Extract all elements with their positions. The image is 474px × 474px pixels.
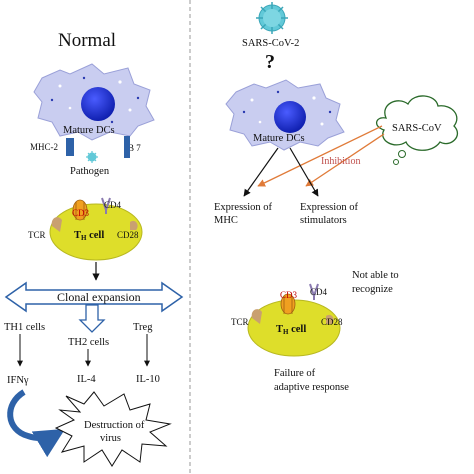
pathogen-icon bbox=[86, 151, 98, 163]
left-dc-label: Mature DCs bbox=[63, 125, 115, 136]
expr-stim-label-1: Expression of bbox=[300, 202, 359, 213]
b7-label: B 7 bbox=[128, 143, 141, 153]
right-tcr-label: TCR bbox=[231, 317, 249, 327]
left-dendritic-cell bbox=[33, 63, 155, 141]
left-cd28-label: CD28 bbox=[117, 230, 139, 240]
right-cd28-label: CD28 bbox=[321, 317, 343, 327]
left-cd3-receptor-icon bbox=[72, 199, 88, 221]
right-dc-label: Mature DCs bbox=[253, 133, 305, 144]
clonal-expansion-label: Clonal expansion bbox=[57, 290, 141, 304]
ifng-label: IFNγ bbox=[7, 375, 29, 386]
right-cd3-label: CD3 bbox=[280, 290, 298, 300]
right-cd3-receptor-icon bbox=[280, 293, 296, 315]
right-th-cell-label: TH cell bbox=[276, 324, 306, 336]
sars-cov-2-virus-icon bbox=[256, 2, 288, 34]
curved-blue-arrow bbox=[7, 389, 66, 458]
mhc2-label: MHC-2 bbox=[30, 142, 58, 152]
expr-mhc-label-2: MHC bbox=[214, 215, 238, 226]
th1-label: TH1 cells bbox=[4, 322, 45, 333]
il4-label: IL-4 bbox=[77, 374, 96, 385]
left-th-cell bbox=[49, 203, 143, 261]
right-cd4-label: CD4 bbox=[310, 287, 328, 297]
not-able-label-2: recognize bbox=[352, 284, 393, 295]
expr-mhc-label-1: Expression of bbox=[214, 202, 273, 213]
left-th-cell-label: TH cell bbox=[74, 230, 104, 242]
right-cd4-receptor-icon bbox=[309, 283, 319, 300]
clonal-down-arrow bbox=[78, 304, 106, 333]
sars-cov-cloud bbox=[376, 95, 459, 165]
pathogen-label: Pathogen bbox=[70, 166, 110, 177]
failure-label-1: Failure of bbox=[274, 368, 316, 379]
right-cd28-receptor bbox=[326, 314, 334, 324]
sars-cov-label: SARS-CoV bbox=[392, 123, 442, 134]
clonal-expansion-arrow bbox=[4, 281, 184, 313]
arrow-expr-stim bbox=[289, 147, 319, 197]
arrow-expr-mhc bbox=[243, 147, 279, 197]
left-tcr-receptor bbox=[51, 217, 62, 232]
right-dendritic-cell bbox=[225, 79, 345, 151]
inhibition-label: Inhibition bbox=[321, 156, 360, 167]
b7-receptor bbox=[124, 136, 130, 158]
not-able-label-1: Not able to bbox=[352, 270, 399, 281]
inhibition-arrow-2 bbox=[305, 133, 385, 187]
il10-label: IL-10 bbox=[136, 374, 160, 385]
destruction-burst bbox=[54, 391, 172, 467]
mhc2-receptor bbox=[66, 138, 74, 156]
left-cd4-receptor-icon bbox=[101, 197, 111, 214]
right-tcr-receptor bbox=[251, 309, 262, 324]
right-dc-nucleus bbox=[274, 101, 306, 133]
sars-cov-2-label: SARS-CoV-2 bbox=[242, 38, 299, 49]
left-tcr-label: TCR bbox=[28, 230, 46, 240]
failure-label-2: adaptive response bbox=[274, 382, 349, 393]
left-cd4-label: CD4 bbox=[104, 200, 122, 210]
left-cd28-receptor bbox=[130, 220, 138, 230]
expr-stim-label-2: stimulators bbox=[300, 215, 347, 226]
left-cd3-label: CD3 bbox=[72, 208, 90, 218]
treg-label: Treg bbox=[133, 322, 153, 333]
destruction-label-2: virus bbox=[100, 433, 121, 444]
question-mark: ? bbox=[265, 51, 275, 73]
inhibition-arrow-1 bbox=[257, 125, 383, 187]
destruction-label-1: Destruction of bbox=[84, 420, 145, 431]
left-dc-nucleus bbox=[81, 87, 115, 121]
left-title: Normal bbox=[58, 30, 116, 51]
th2-label: TH2 cells bbox=[68, 337, 109, 348]
